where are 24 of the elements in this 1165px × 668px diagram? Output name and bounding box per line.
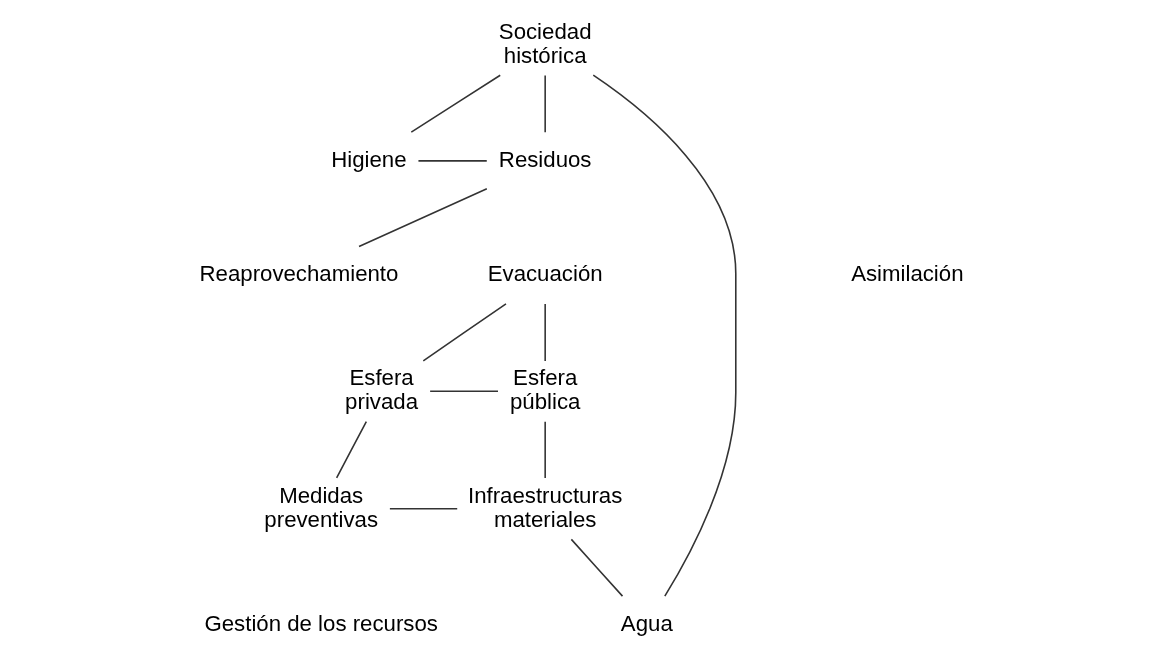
node-text: Residuos	[498, 146, 592, 172]
node-text: Esfera privada	[345, 365, 418, 414]
connector	[410, 74, 501, 133]
node-text: Sociedad histórica	[498, 18, 592, 68]
node-text: Reaprovechamiento	[199, 261, 399, 287]
label: Gestión de los recursos	[204, 610, 438, 636]
connector	[570, 538, 624, 597]
connector	[544, 74, 546, 134]
connector	[429, 390, 499, 392]
connector	[592, 74, 737, 597]
connector	[358, 188, 488, 248]
node-text: Medidas preventivas	[264, 482, 379, 532]
node-text: Infraestructuras materiales	[467, 482, 623, 532]
node-text: Higiene	[331, 146, 407, 172]
connector	[422, 303, 507, 362]
connector	[389, 507, 458, 510]
node-text: Evacuación	[487, 261, 603, 287]
connector	[335, 420, 368, 479]
connector	[544, 420, 546, 479]
node-text: Asimilación	[851, 261, 964, 287]
node-text: Esfera pública	[509, 365, 581, 414]
node-text: Agua	[620, 610, 673, 636]
connector	[544, 303, 546, 362]
connector	[417, 160, 488, 162]
